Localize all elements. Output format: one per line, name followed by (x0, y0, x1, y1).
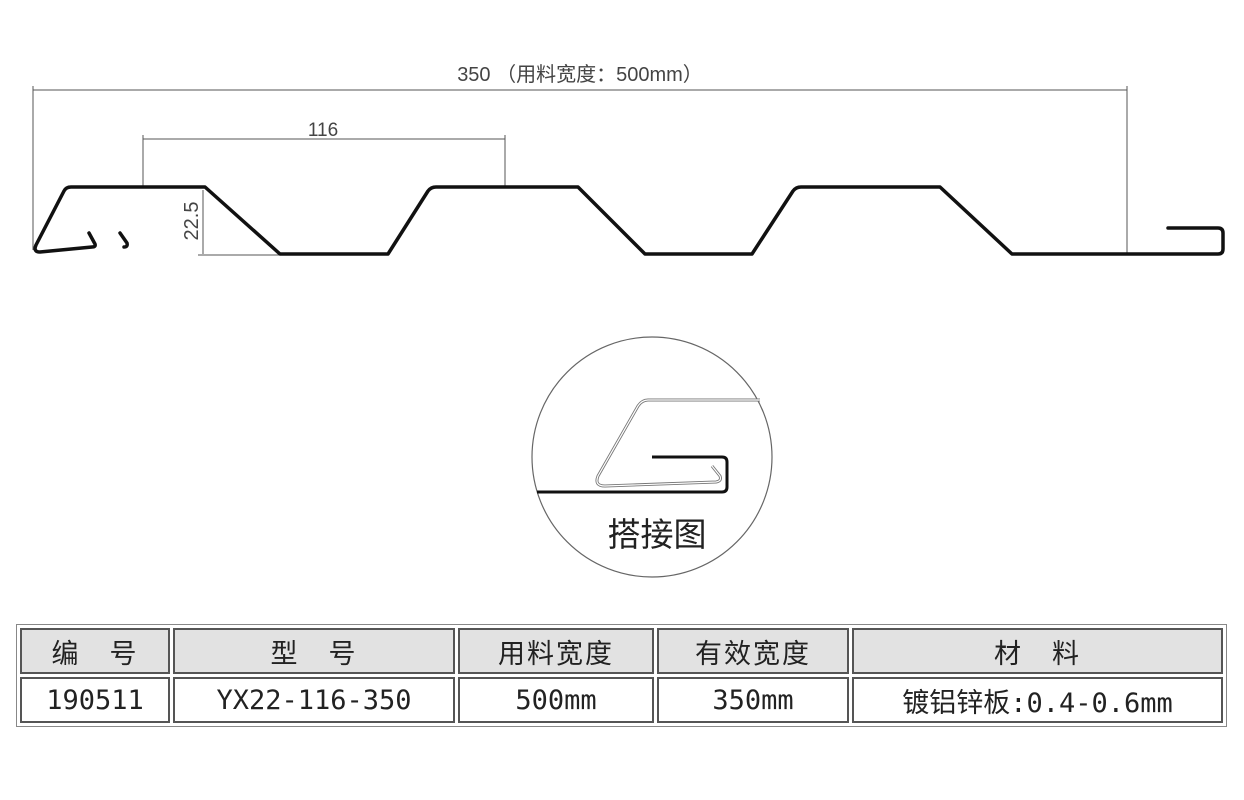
overall-dimension (32, 86, 1128, 254)
pitch-dimension-label: 116 (308, 120, 338, 141)
cell-material: 镀铝锌板:0.4-0.6mm (852, 677, 1223, 723)
pitch-dimension (142, 135, 506, 187)
header-cell-material: 材 料 (852, 628, 1223, 674)
header-cell-code: 编 号 (20, 628, 170, 674)
cell-code: 190511 (20, 677, 170, 723)
spec-table: 编 号 型 号 用料宽度 有效宽度 材 料 190511 YX22-116-35… (16, 624, 1227, 727)
left-hook (118, 231, 129, 249)
overlap-detail (531, 336, 773, 578)
overlap-detail-label: 搭接图 (608, 515, 707, 554)
cell-model: YX22-116-350 (173, 677, 455, 723)
sheet-profile (33, 185, 1225, 256)
cell-material-width: 500mm (458, 677, 654, 723)
table-header-row: 编 号 型 号 用料宽度 有效宽度 材 料 (20, 628, 1223, 674)
header-cell-model: 型 号 (173, 628, 455, 674)
header-cell-effective-width: 有效宽度 (657, 628, 849, 674)
header-cell-material-width: 用料宽度 (458, 628, 654, 674)
height-dimension (198, 190, 283, 256)
table-row: 190511 YX22-116-350 500mm 350mm 镀铝锌板:0.4… (20, 677, 1223, 723)
overall-dimension-label: 350 （用料宽度：500mm） (457, 63, 703, 86)
height-dimension-label: 22.5 (181, 202, 203, 241)
cell-effective-width: 350mm (657, 677, 849, 723)
